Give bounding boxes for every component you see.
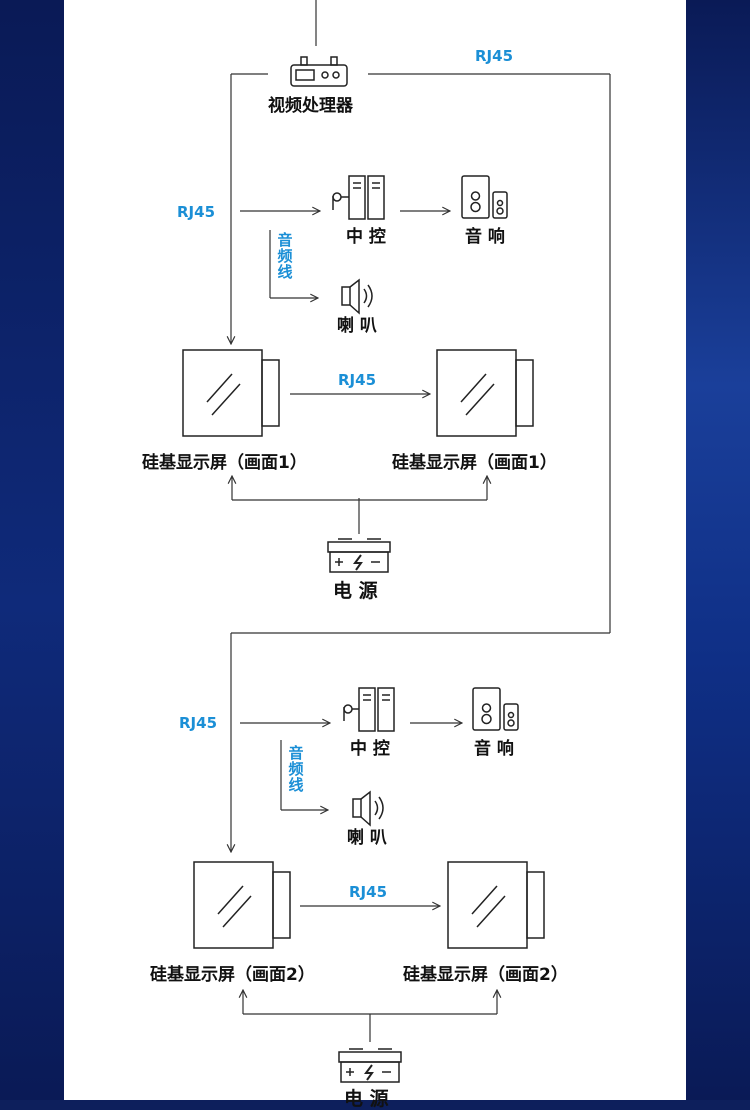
audio-line-label: 音频线 (277, 231, 293, 281)
speaker-icon (352, 790, 384, 827)
group2-lines (240, 723, 497, 1042)
screen-icon (436, 349, 534, 437)
rj45-label: RJ45 (179, 714, 218, 732)
screen-label: 硅基显示屏（画面2） (403, 965, 568, 985)
speaker-label: 喇 叭 (337, 316, 377, 336)
screen-label: 硅基显示屏（画面1） (392, 453, 557, 473)
video-processor-icon (290, 56, 348, 87)
audio-label: 音 响 (465, 227, 505, 247)
rj45-label: RJ45 (338, 371, 377, 389)
power-label: 电 源 (333, 580, 378, 602)
video-processor-label: 视频处理器 (268, 96, 353, 116)
left-tech-background (0, 0, 64, 1100)
screen-icon (182, 349, 280, 437)
screen-icon (193, 861, 291, 949)
power-icon (338, 1048, 402, 1083)
audio-icon (472, 687, 519, 731)
screen-label: 硅基显示屏（画面1） (142, 453, 307, 473)
rj45-label: RJ45 (475, 47, 514, 65)
screen-icon (447, 861, 545, 949)
screen-label: 硅基显示屏（画面2） (150, 965, 315, 985)
control-label: 中 控 (350, 739, 390, 759)
group1-lines (232, 211, 487, 534)
audio-icon (461, 175, 508, 219)
audio-label: 音 响 (474, 739, 514, 759)
right-tech-background (686, 0, 750, 1100)
speaker-label: 喇 叭 (347, 828, 387, 848)
rj45-label: RJ45 (177, 203, 216, 221)
control-icon (332, 175, 385, 220)
speaker-icon (341, 278, 373, 315)
audio-line-label: 音频线 (288, 744, 304, 794)
top-connections (231, 0, 611, 852)
control-icon (343, 687, 395, 732)
rj45-label: RJ45 (349, 883, 388, 901)
power-icon (327, 538, 391, 573)
control-label: 中 控 (346, 227, 386, 247)
